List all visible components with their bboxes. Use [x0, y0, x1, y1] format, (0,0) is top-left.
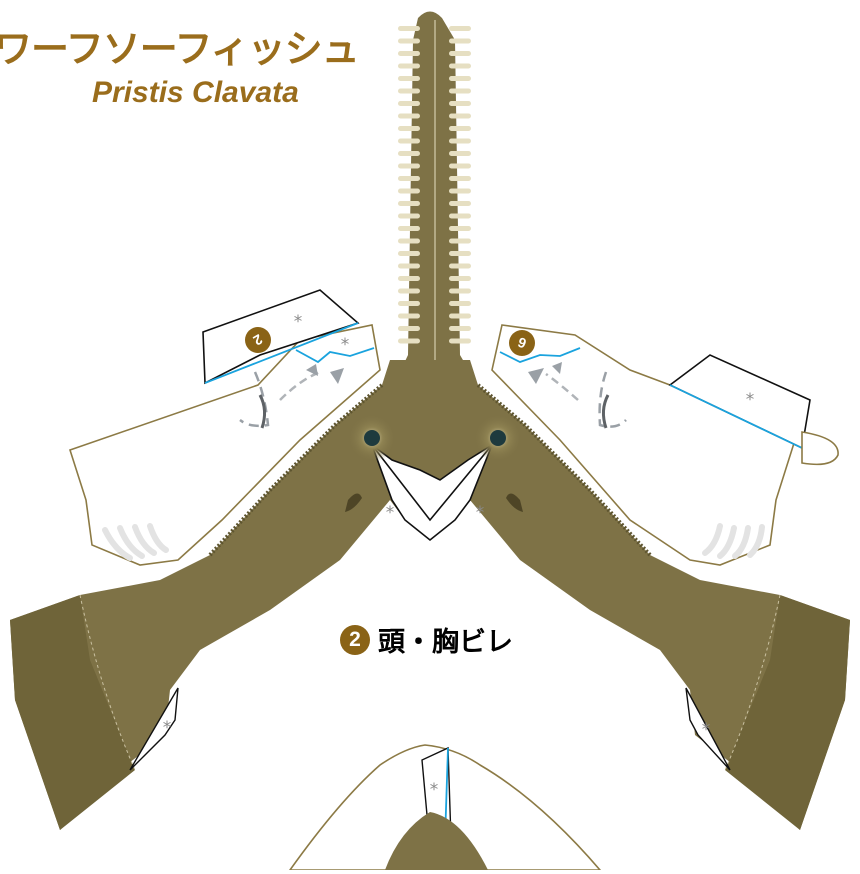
rostrum-tooth — [449, 176, 471, 181]
rostrum-tooth — [449, 188, 471, 194]
rostrum-tooth — [449, 301, 471, 306]
rostrum-tooth — [398, 113, 420, 119]
rostrum-tooth — [449, 338, 471, 344]
left-spiracle — [345, 493, 362, 512]
center-glue-mark-right: * — [476, 503, 485, 523]
rostrum-tooth — [398, 276, 420, 281]
rostrum-tooth — [449, 251, 471, 256]
rostrum-tooth — [398, 38, 420, 44]
rostrum-tooth — [398, 163, 420, 169]
left-eye — [364, 430, 380, 446]
rostrum-tooth — [398, 338, 420, 344]
rostrum-tooth — [449, 326, 471, 331]
rostrum-tooth — [398, 126, 420, 131]
rostrum-tooth — [449, 63, 471, 69]
rostrum-tooth — [398, 176, 420, 181]
rostrum-tooth — [449, 76, 471, 81]
right-glue-mark-1: * — [746, 390, 755, 410]
page-title: ワーフソーフィッシュ — [0, 27, 360, 71]
right-eye — [490, 430, 506, 446]
left-fin-flap: 2 * * — [68, 289, 381, 566]
rostrum-tooth — [449, 26, 471, 31]
rostrum-tooth — [449, 163, 471, 169]
species-name: Pristis Clavata — [92, 76, 299, 109]
rostrum-tooth — [449, 226, 471, 231]
rostrum-tooth — [398, 226, 420, 231]
right-spiracle — [506, 493, 523, 512]
bottom-glue-mark: * — [430, 780, 439, 800]
rostrum-tooth — [449, 38, 471, 44]
rostrum-tooth — [398, 138, 420, 144]
rostrum-tooth — [398, 288, 420, 294]
rostrum-tooth — [449, 276, 471, 281]
rostrum-tooth — [449, 88, 471, 94]
left-tip-glue-mark: * — [163, 718, 172, 738]
rostrum-tooth — [398, 88, 420, 94]
rostrum-tooth — [398, 251, 420, 256]
bottom-part: * — [288, 744, 602, 871]
left-tab-badge — [245, 327, 271, 353]
rostrum-tooth — [398, 151, 420, 156]
part-number-badge: 2 — [340, 624, 370, 655]
rostrum-tooth — [449, 213, 471, 219]
rostrum-saw — [398, 11, 471, 372]
rostrum-tooth — [398, 63, 420, 69]
left-glue-mark-2: * — [341, 335, 350, 355]
rostrum-teeth-right — [449, 26, 471, 344]
right-fin-flap: 6 * — [491, 324, 839, 566]
rostrum-tooth — [449, 238, 471, 244]
rostrum-tooth — [398, 301, 420, 306]
rostrum-tooth — [398, 213, 420, 219]
rostrum-tooth — [398, 263, 420, 269]
right-tip-glue-mark: * — [702, 720, 711, 740]
rostrum-tooth — [449, 151, 471, 156]
part-label-text: 頭・胸ビレ — [378, 627, 513, 658]
rostrum-tooth — [449, 201, 471, 206]
rostrum-tooth — [449, 126, 471, 131]
rostrum-tooth — [449, 313, 471, 319]
rostrum-tooth — [398, 201, 420, 206]
rostrum-tooth — [398, 188, 420, 194]
rostrum-tooth — [398, 326, 420, 331]
right-tab-badge — [509, 330, 535, 356]
part-label: 2 頭・胸ビレ — [340, 620, 513, 659]
rostrum-teeth-left — [398, 26, 420, 344]
rostrum-tooth — [449, 101, 471, 106]
left-glue-mark-1: * — [294, 312, 303, 332]
rostrum-tooth — [449, 263, 471, 269]
rostrum-tooth — [398, 101, 420, 106]
rostrum-tooth — [398, 238, 420, 244]
center-glue-mark-left: * — [386, 503, 395, 523]
rostrum-tooth — [449, 288, 471, 294]
rostrum-tooth — [449, 113, 471, 119]
rostrum-tooth — [398, 313, 420, 319]
rostrum-tooth — [449, 51, 471, 56]
head-and-pectoral-fins: * * * * — [10, 360, 850, 830]
rostrum-tooth — [398, 76, 420, 81]
rostrum-tooth — [398, 26, 420, 31]
rostrum-tooth — [449, 138, 471, 144]
rostrum-tooth — [398, 51, 420, 56]
